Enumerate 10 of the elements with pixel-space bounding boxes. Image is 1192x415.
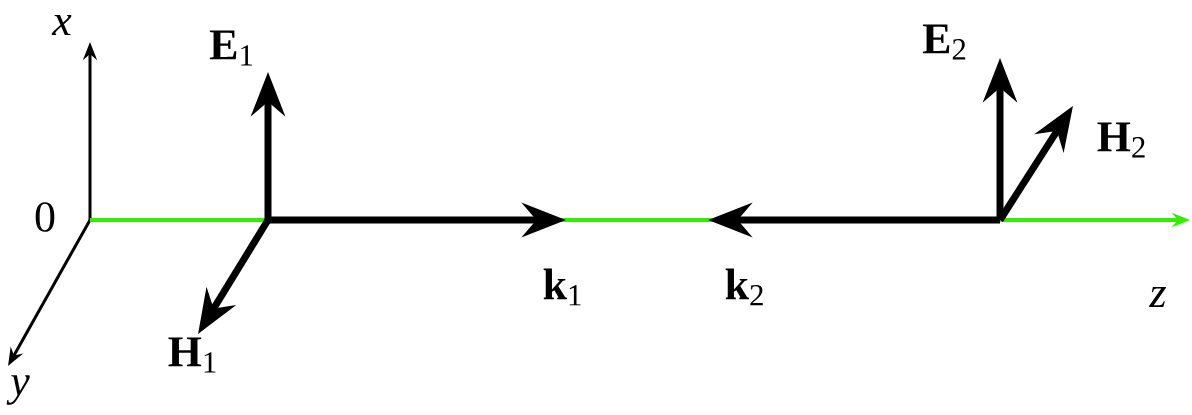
axis-label: y (6, 375, 30, 405)
vector-label: H$_{2}$ (1097, 122, 1145, 158)
vector-label: E$_{1}$ (209, 30, 253, 66)
vector-label: E$_{2}$ (922, 24, 966, 60)
origin-label: 0 (35, 202, 55, 232)
vector-label: k$_{2}$ (725, 268, 763, 306)
vector-label: H$_{1}$ (168, 337, 216, 373)
axis-label: z (1148, 286, 1166, 308)
axis-label: x (51, 14, 72, 36)
vector-label: k$_{1}$ (543, 268, 581, 306)
